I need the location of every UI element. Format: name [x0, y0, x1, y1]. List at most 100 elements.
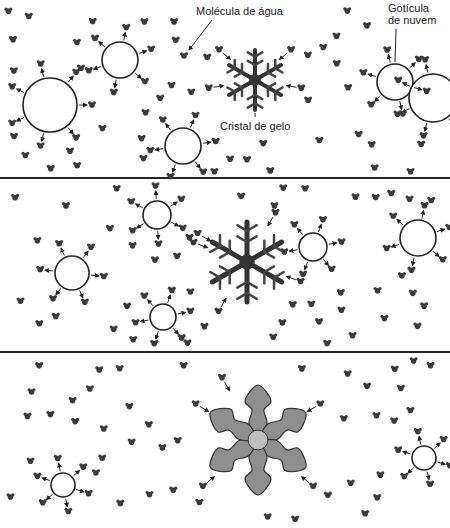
- hydrogen-atom: [152, 45, 155, 48]
- water-molecule: [72, 134, 80, 141]
- hydrogen-atom: [198, 230, 201, 233]
- hydrogen-atom: [110, 325, 113, 328]
- water-molecule: [324, 492, 332, 499]
- hydrogen-atom: [422, 141, 425, 144]
- hydrogen-atom: [345, 415, 348, 418]
- water-molecule: [407, 267, 415, 274]
- hydrogen-atom: [444, 256, 447, 259]
- water-molecule: [387, 190, 395, 197]
- hydrogen-atom: [121, 500, 124, 503]
- hydrogen-atom: [7, 493, 10, 496]
- hydrogen-atom: [205, 84, 208, 87]
- hydrogen-atom: [125, 403, 128, 406]
- flow-arrow: [225, 382, 230, 391]
- water-molecule: [407, 168, 415, 175]
- hydrogen-atom: [411, 407, 414, 410]
- hydrogen-atom: [324, 216, 327, 219]
- hydrogen-atom: [91, 35, 94, 38]
- water-molecule: [54, 455, 62, 462]
- hydrogen-atom: [145, 18, 148, 21]
- hydrogen-atom: [123, 302, 126, 305]
- hydrogen-atom: [161, 95, 164, 98]
- hydrogen-atom: [328, 340, 331, 343]
- hydrogen-atom: [186, 308, 189, 311]
- hydrogen-atom: [130, 403, 133, 406]
- hydrogen-atom: [421, 56, 424, 59]
- hydrogen-atom: [366, 510, 369, 513]
- hydrogen-atom: [173, 252, 176, 255]
- crystal-branch: [255, 95, 262, 99]
- panel-divider: [0, 351, 450, 353]
- water-molecule: [25, 13, 33, 20]
- hydrogen-atom: [175, 18, 178, 21]
- flow-arrow: [76, 489, 84, 492]
- crystal-branch: [228, 241, 231, 252]
- water-molecule: [156, 95, 164, 102]
- hydrogen-atom: [439, 256, 442, 259]
- hydrogen-atom: [176, 37, 179, 40]
- water-molecule: [86, 385, 94, 392]
- hydrogen-atom: [146, 109, 149, 112]
- hydrogen-atom: [142, 109, 145, 112]
- hydrogen-atom: [60, 240, 63, 243]
- hydrogen-atom: [306, 185, 309, 188]
- hydrogen-atom: [52, 313, 55, 316]
- hydrogen-atom: [152, 182, 155, 185]
- water-molecule: [87, 243, 95, 250]
- hydrogen-atom: [410, 196, 413, 199]
- hydrogen-atom: [142, 135, 145, 138]
- water-molecule: [110, 89, 118, 96]
- hydrogen-atom: [290, 221, 293, 224]
- flow-arrow: [433, 251, 439, 256]
- hydrogen-atom: [182, 195, 185, 198]
- hydrogen-atom: [391, 365, 394, 368]
- flow-arrow: [397, 219, 403, 224]
- water-molecule: [380, 315, 388, 322]
- hydrogen-atom: [337, 306, 340, 309]
- hydrogen-atom: [73, 39, 76, 42]
- hydrogen-atom: [72, 134, 75, 137]
- hydrogen-atom: [25, 13, 28, 16]
- flow-arrow: [434, 443, 440, 448]
- water-molecule: [24, 413, 32, 420]
- water-molecule: [400, 473, 408, 480]
- water-molecule: [62, 202, 70, 209]
- flow-arrow: [74, 470, 80, 475]
- water-molecule: [333, 60, 341, 67]
- leader-layer: [189, 20, 396, 117]
- hydrogen-atom: [172, 82, 175, 85]
- hydrogen-atom: [178, 437, 181, 440]
- hydrogen-atom: [71, 147, 74, 150]
- water-molecule: [243, 156, 251, 163]
- water-molecule: [85, 67, 93, 74]
- hydrogen-atom: [406, 196, 409, 199]
- flow-arrow: [307, 407, 316, 412]
- flow-arrow: [409, 63, 415, 69]
- hydrogen-atom: [337, 289, 340, 292]
- hydrogen-atom: [156, 182, 159, 185]
- hydrogen-atom: [35, 320, 38, 323]
- hydrogen-atom: [116, 500, 119, 503]
- water-molecule: [180, 52, 188, 59]
- hydrogen-atom: [39, 499, 42, 502]
- hydrogen-atom: [133, 227, 136, 230]
- hydrogen-atom: [21, 297, 24, 300]
- flow-arrow: [388, 55, 390, 63]
- hydrogen-atom: [156, 256, 159, 259]
- hydrogen-atom: [324, 492, 327, 495]
- crystal-branch: [237, 293, 247, 299]
- flow-arrow: [391, 244, 399, 247]
- hydrogen-atom: [376, 471, 379, 474]
- hydrogen-atom: [219, 308, 222, 311]
- hydrogen-atom: [40, 320, 43, 323]
- flow-arrow: [91, 275, 99, 277]
- hydrogen-atom: [85, 67, 88, 70]
- hydrogen-atom: [208, 54, 211, 57]
- water-molecule: [180, 362, 188, 369]
- hydrogen-atom: [280, 248, 283, 251]
- hydrogen-atom: [426, 480, 429, 483]
- crystal-branch: [255, 52, 262, 56]
- water-molecule: [291, 515, 299, 522]
- water-molecule: [35, 362, 43, 369]
- flow-arrow: [198, 244, 207, 247]
